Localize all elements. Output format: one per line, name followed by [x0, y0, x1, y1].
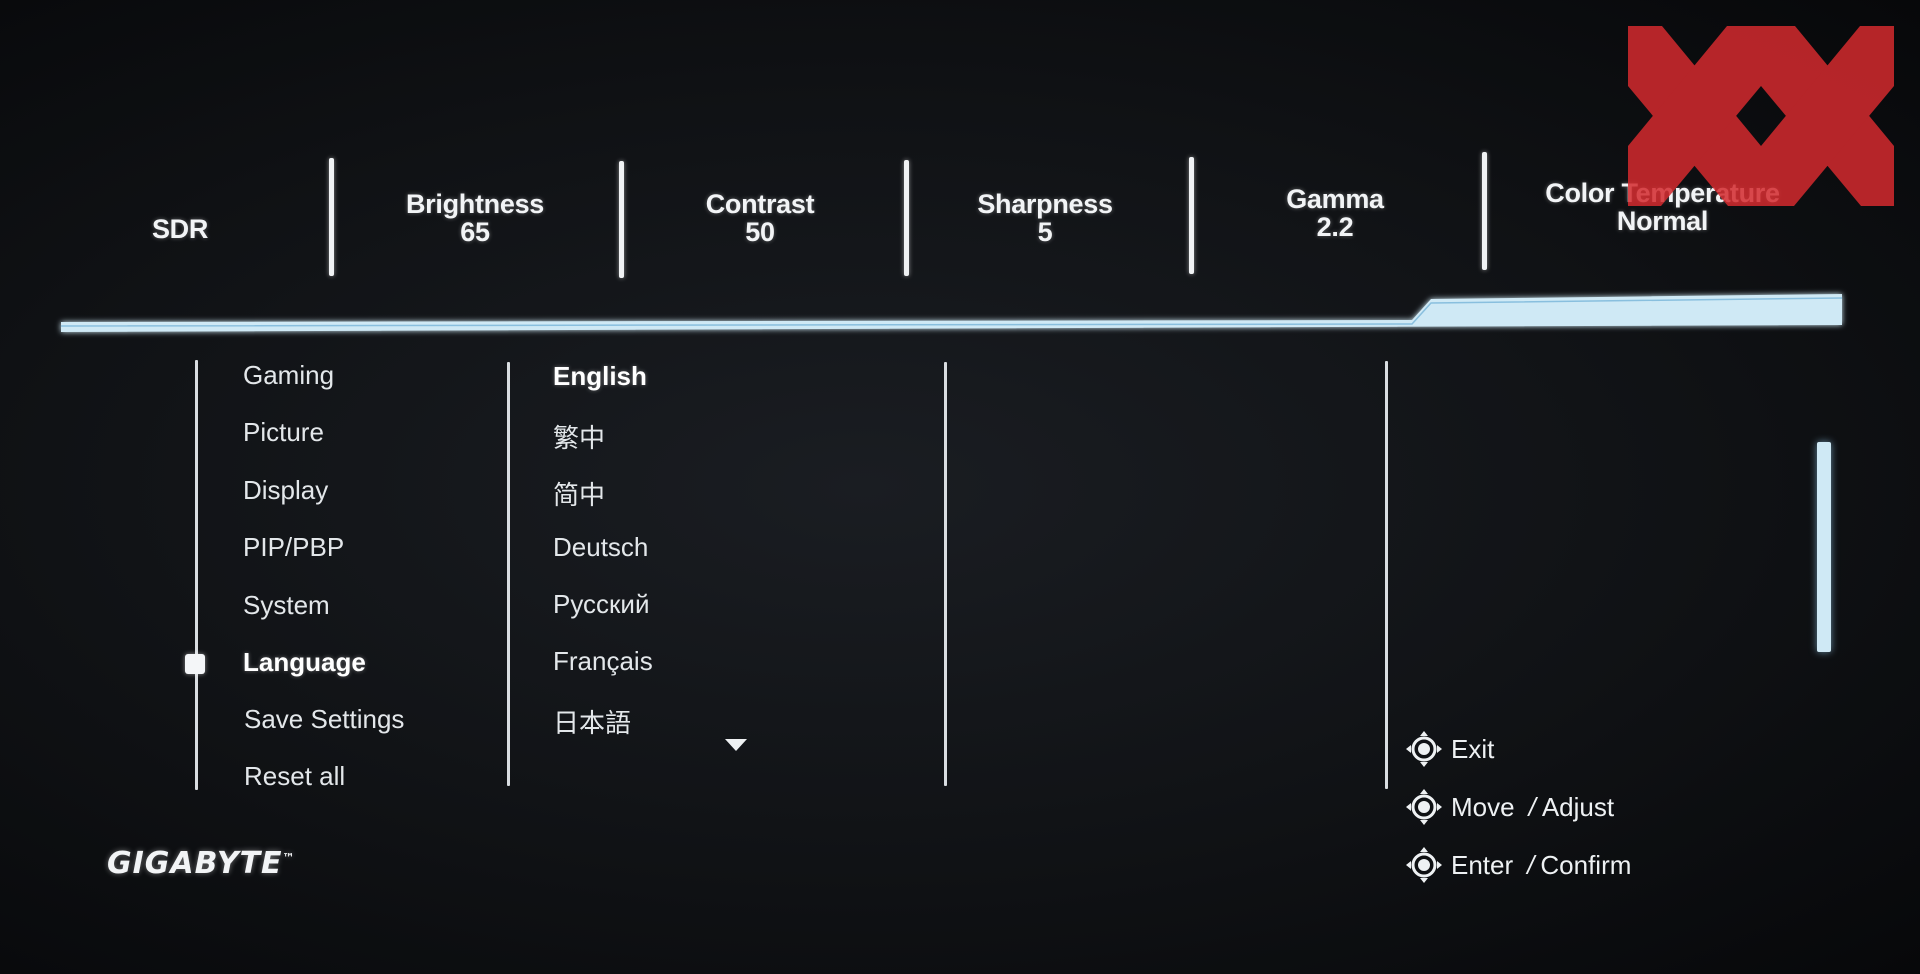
- hint-exit: Exit: [1451, 734, 1495, 764]
- joystick-icon: [1406, 731, 1442, 767]
- status-label: Sharpness: [977, 189, 1113, 219]
- language-option-traditional-chinese[interactable]: 繁中: [553, 423, 606, 453]
- status-brightness: Brightness 65: [375, 190, 575, 246]
- selection-marker: [185, 654, 205, 674]
- joystick-icon: [1406, 789, 1442, 825]
- menu-column-line: [1385, 361, 1388, 789]
- status-divider: [1482, 152, 1487, 270]
- status-value: Normal: [1616, 206, 1709, 236]
- language-option-deutsch[interactable]: Deutsch: [553, 532, 649, 562]
- status-mode: SDR: [151, 214, 209, 244]
- status-value: 2.2: [1316, 212, 1354, 242]
- watermark-logo: [1628, 26, 1894, 206]
- language-option-japanese[interactable]: 日本語: [553, 708, 632, 738]
- status-label: Contrast: [705, 189, 815, 219]
- status-value: 50: [745, 217, 775, 247]
- language-option-francais[interactable]: Français: [553, 646, 653, 676]
- menu-column-line: [507, 362, 510, 786]
- status-divider: [619, 161, 624, 278]
- chevron-down-icon[interactable]: [725, 739, 747, 751]
- gigabyte-logo: GIGABYTE™: [107, 846, 296, 881]
- language-option-russian[interactable]: Русский: [553, 589, 650, 619]
- hint-move-adjust: Move/Adjust: [1451, 792, 1615, 822]
- menu-item-reset-all[interactable]: Reset all: [244, 761, 346, 791]
- scrollbar[interactable]: [1817, 442, 1831, 652]
- language-option-simplified-chinese[interactable]: 简中: [553, 480, 606, 510]
- status-value: 5: [1037, 217, 1053, 247]
- status-value: 65: [460, 217, 490, 247]
- hint-enter-confirm: Enter/Confirm: [1451, 850, 1632, 880]
- menu-column-line: [195, 360, 198, 790]
- status-sharpness: Sharpness 5: [945, 190, 1145, 246]
- menu-item-pip-pbp[interactable]: PIP/PBP: [243, 532, 345, 562]
- status-divider: [904, 160, 909, 276]
- menu-item-save-settings[interactable]: Save Settings: [244, 704, 405, 734]
- menu-item-language[interactable]: Language: [243, 647, 366, 677]
- status-divider: [1189, 157, 1194, 274]
- menu-item-system[interactable]: System: [243, 590, 330, 620]
- status-contrast: Contrast 50: [660, 190, 860, 246]
- menu-item-display[interactable]: Display: [243, 475, 329, 505]
- menu-item-picture[interactable]: Picture: [243, 417, 324, 447]
- menu-item-gaming[interactable]: Gaming: [243, 360, 335, 390]
- status-label: Brightness: [405, 189, 545, 219]
- status-label: Gamma: [1286, 184, 1384, 214]
- menu-column-line: [944, 362, 947, 786]
- status-divider: [329, 158, 334, 276]
- language-option-english[interactable]: English: [553, 361, 647, 391]
- joystick-icon: [1406, 847, 1442, 883]
- status-gamma: Gamma 2.2: [1235, 185, 1435, 241]
